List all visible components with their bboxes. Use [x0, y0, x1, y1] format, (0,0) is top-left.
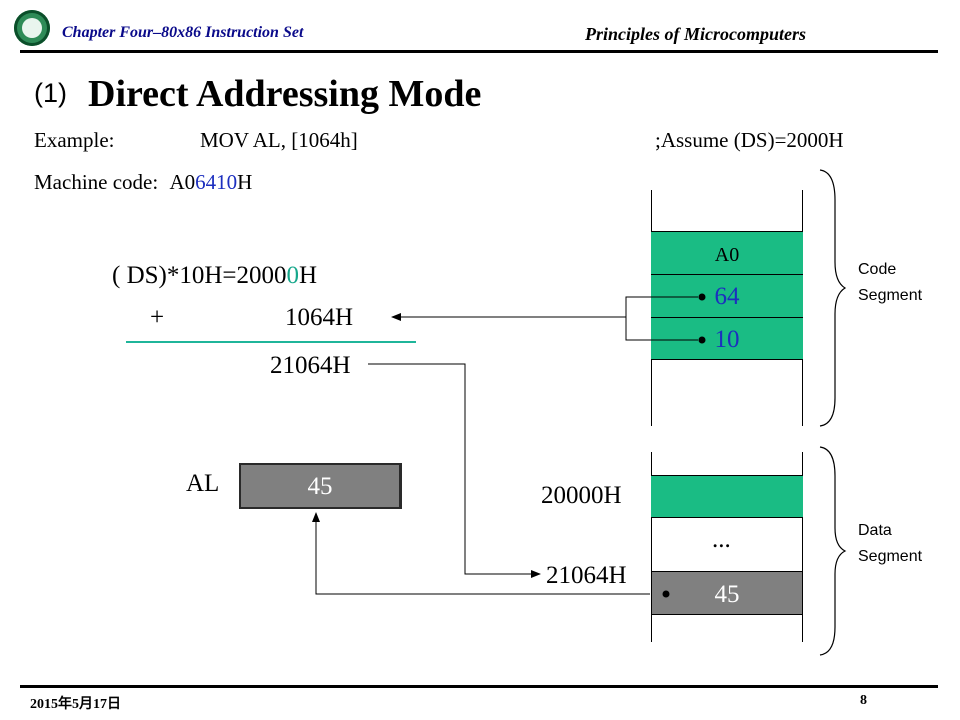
ds-expression: ( DS)*10H=20000H	[112, 262, 317, 290]
machine-code-highlight: 6410	[195, 170, 238, 194]
data-segment-label-line1: Data	[858, 522, 892, 539]
chapter-title: Chapter Four–80x86 Instruction Set	[62, 24, 304, 41]
header-divider	[20, 50, 938, 53]
offset-low-bullet	[698, 293, 706, 301]
machine-code-suffix: H	[237, 170, 253, 194]
segment-start-address: 20000H	[541, 482, 622, 509]
code-cell-opcode: A0	[651, 231, 803, 274]
course-title: Principles of Microcomputers	[585, 24, 806, 44]
code-cell-offset-low: 64	[651, 274, 803, 317]
page-number: 8	[860, 693, 867, 708]
data-segment-left-border	[651, 452, 652, 642]
code-segment-label: Code Segment	[858, 257, 922, 309]
ds-expression-highlight: 0	[286, 262, 300, 289]
al-register-value: 45	[307, 473, 333, 500]
assumption-note: ;Assume (DS)=2000H	[655, 128, 844, 152]
offset-bytes-bracket	[625, 296, 698, 341]
al-register-box: 45	[239, 463, 402, 509]
example-instruction: MOV AL, [1064h]	[200, 128, 358, 152]
plus-sign: +	[150, 304, 165, 331]
title-number: (1)	[34, 78, 67, 108]
address-to-memory-arrow	[368, 363, 541, 578]
machine-code-label: Machine code:	[34, 170, 159, 194]
footer-date: 2015年5月17日	[30, 697, 121, 712]
ds-expression-main: DS)*10H=2000	[120, 262, 287, 289]
footer-divider	[20, 685, 938, 688]
data-segment-right-border	[802, 452, 803, 642]
code-segment-label-line1: Code	[858, 261, 897, 278]
target-address: 21064H	[546, 562, 627, 589]
offset-high-bullet	[698, 336, 706, 344]
data-segment-label: Data Segment	[858, 518, 922, 570]
physical-address-result: 21064H	[270, 352, 351, 379]
code-cell-offset-low-value: 64	[714, 283, 740, 310]
university-seal-icon	[14, 10, 50, 46]
sum-underline	[126, 341, 416, 343]
machine-code-prefix: A0	[169, 170, 196, 194]
ds-expression-suffix: H	[299, 262, 318, 289]
register-label: AL	[186, 470, 220, 497]
memory-to-register-arrow	[312, 512, 650, 595]
example-label: Example:	[34, 128, 115, 152]
data-segment-brace	[819, 446, 847, 656]
data-cell-target-value: 45	[714, 581, 740, 608]
data-segment-label-line2: Segment	[858, 548, 923, 565]
code-segment-label-line2: Segment	[858, 287, 923, 304]
code-cell-offset-high-value: 10	[714, 326, 740, 353]
slide-title: Direct Addressing Mode	[88, 73, 482, 115]
machine-code-line: Machine code: A06410H	[34, 170, 252, 195]
target-cell-bullet	[662, 590, 670, 598]
memory-ellipsis: ...	[712, 526, 731, 553]
data-cell-target: 45	[651, 571, 803, 615]
code-cell-offset-high: 10	[651, 317, 803, 360]
ds-open-paren: (	[112, 262, 121, 289]
data-cell-segment-start	[651, 475, 803, 518]
offset-value: 1064H	[285, 304, 354, 331]
code-cell-opcode-value: A0	[714, 244, 740, 266]
code-segment-brace	[819, 169, 847, 427]
